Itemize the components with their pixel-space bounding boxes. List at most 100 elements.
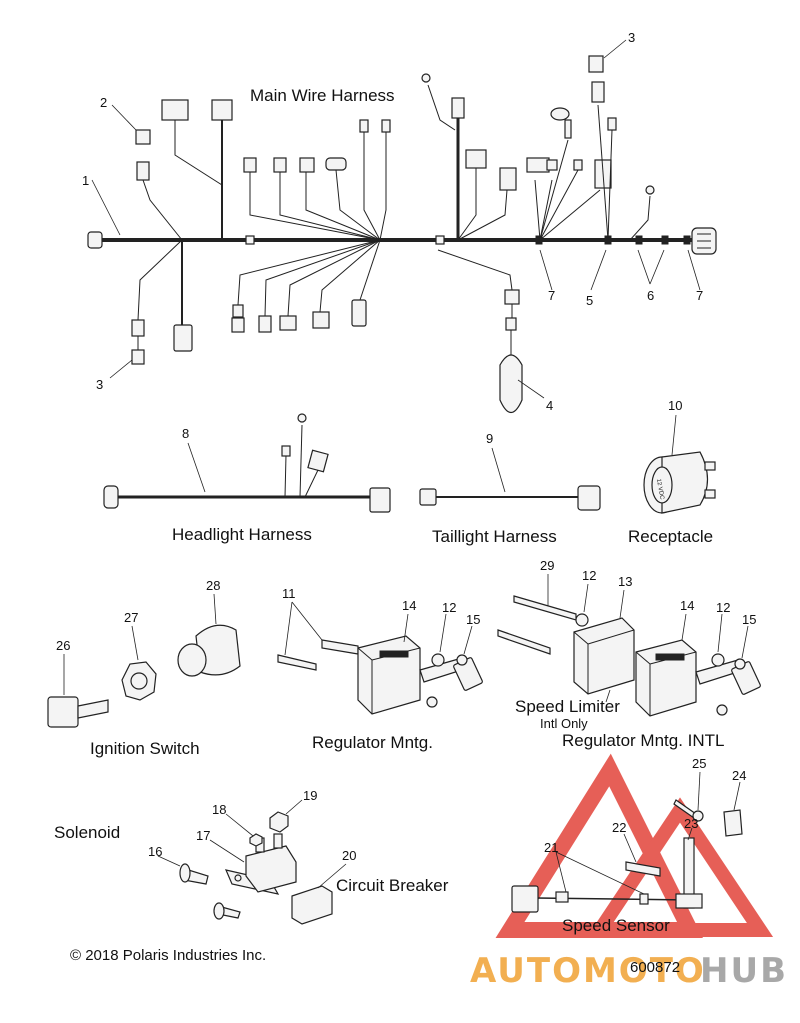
leader-7a bbox=[539, 249, 553, 291]
callout-13: 13 bbox=[618, 574, 632, 589]
leader-23 bbox=[687, 827, 693, 841]
fuse-right-b bbox=[564, 119, 572, 139]
washer-12-intl-a bbox=[575, 613, 589, 627]
connector-lower-c1b bbox=[231, 317, 245, 333]
intl-only-note: Intl Only bbox=[540, 716, 588, 731]
bolt-22 bbox=[625, 861, 661, 877]
main-wire-harness bbox=[87, 39, 717, 414]
connector-3-left bbox=[131, 349, 145, 365]
taillight-connector-right bbox=[577, 485, 601, 511]
regulator-14 bbox=[357, 635, 421, 715]
watermark-logo: AUTOMOTO HUB bbox=[470, 753, 786, 991]
bracket-24 bbox=[723, 809, 743, 837]
connector-upper-left-a bbox=[161, 99, 189, 121]
speed-sensor-clip-b bbox=[639, 893, 649, 905]
ignition-switch-title: Ignition Switch bbox=[90, 739, 200, 758]
leader-11 bbox=[284, 601, 323, 656]
trunk-clip-5 bbox=[604, 235, 612, 245]
nut-15-intl bbox=[734, 658, 746, 670]
leader-16 bbox=[157, 855, 181, 867]
connector-upper-c2 bbox=[273, 157, 287, 173]
leader-13 bbox=[619, 589, 625, 619]
ignition-key-head bbox=[47, 696, 79, 728]
leader-8 bbox=[187, 442, 206, 493]
bracket-hole bbox=[234, 874, 242, 882]
ignition-switch-body bbox=[195, 624, 241, 676]
bolt-25-head bbox=[692, 810, 704, 822]
main-harness-title: Main Wire Harness bbox=[250, 86, 395, 105]
leader-20 bbox=[317, 863, 347, 889]
callout-2: 2 bbox=[100, 95, 107, 110]
callout-19: 19 bbox=[303, 788, 317, 803]
leader-5 bbox=[590, 249, 607, 291]
terminal-right-c bbox=[573, 159, 583, 171]
leader-7b bbox=[687, 249, 701, 291]
callout-20: 20 bbox=[342, 848, 356, 863]
washer-12 bbox=[431, 653, 445, 667]
callout-14a: 14 bbox=[402, 598, 416, 613]
leader-14b bbox=[681, 613, 687, 641]
callout-27: 27 bbox=[124, 610, 138, 625]
terminal-upper-c6 bbox=[381, 119, 391, 133]
callout-12b: 12 bbox=[582, 568, 596, 583]
connector-upper-c3 bbox=[299, 157, 315, 173]
regulator-bolt-a bbox=[321, 639, 359, 655]
connector-lower-left bbox=[131, 319, 145, 337]
watermark-text-auto: AUTOMOTO bbox=[470, 951, 706, 991]
connector-4-top bbox=[505, 317, 517, 331]
leader-17 bbox=[209, 839, 245, 863]
leader-3-top bbox=[603, 39, 627, 59]
ignition-key-blade bbox=[77, 699, 109, 719]
callout-7a: 7 bbox=[548, 288, 555, 303]
regulator-mounting-intl bbox=[497, 574, 761, 717]
ring-terminal-right bbox=[645, 185, 655, 195]
callout-12c: 12 bbox=[716, 600, 730, 615]
connector-3-top bbox=[588, 55, 604, 73]
connector-right-a2 bbox=[546, 159, 558, 171]
receptacle-rating: 12 VDC bbox=[655, 478, 665, 500]
leader-speed-limiter bbox=[605, 689, 611, 703]
leader-27 bbox=[131, 625, 139, 661]
callout-21: 21 bbox=[544, 840, 558, 855]
connector-2 bbox=[135, 129, 151, 145]
connector-2-lower bbox=[136, 161, 150, 181]
ring-terminal-top bbox=[421, 73, 431, 83]
fuse-holder-4 bbox=[499, 354, 523, 414]
nut-15 bbox=[456, 654, 468, 666]
leader-3-left bbox=[109, 359, 133, 379]
speed-sensor-connector bbox=[511, 885, 539, 913]
regulator-label bbox=[379, 650, 409, 658]
leader-12b bbox=[583, 583, 589, 613]
nut-small bbox=[249, 833, 263, 847]
callout-4: 4 bbox=[546, 398, 553, 413]
callout-6: 6 bbox=[647, 288, 654, 303]
connector-lower-c5 bbox=[351, 299, 367, 327]
receptacle-terminal-b bbox=[704, 489, 716, 499]
regulator-bolt-b bbox=[277, 654, 317, 671]
connector-upper-left-b bbox=[211, 99, 233, 121]
leader-4 bbox=[517, 379, 545, 399]
trunk-clip-6a bbox=[635, 235, 643, 245]
callout-11: 11 bbox=[282, 586, 296, 601]
circuit-breaker-title: Circuit Breaker bbox=[336, 876, 449, 895]
leader-28 bbox=[213, 593, 217, 625]
copyright-notice: © 2018 Polaris Industries Inc. bbox=[70, 947, 266, 964]
leader-22 bbox=[623, 833, 637, 863]
solenoid-post-b bbox=[273, 833, 283, 849]
receptacle-terminal-a bbox=[704, 461, 716, 471]
headlight-terminal-a bbox=[281, 445, 291, 457]
callout-14b: 14 bbox=[680, 598, 694, 613]
callout-9: 9 bbox=[486, 431, 493, 446]
taillight-harness-title: Taillight Harness bbox=[432, 527, 557, 546]
connector-large-lower-left bbox=[173, 324, 193, 352]
leader-21 bbox=[555, 851, 645, 895]
solenoid-18 bbox=[245, 845, 297, 893]
callout-25: 25 bbox=[692, 756, 706, 771]
leader-12c bbox=[717, 613, 723, 653]
headlight-connector-right bbox=[369, 487, 391, 513]
callout-16: 16 bbox=[148, 844, 162, 859]
callout-29: 29 bbox=[540, 558, 554, 573]
leader-24 bbox=[733, 781, 741, 811]
connector-upper-c4 bbox=[325, 157, 347, 171]
